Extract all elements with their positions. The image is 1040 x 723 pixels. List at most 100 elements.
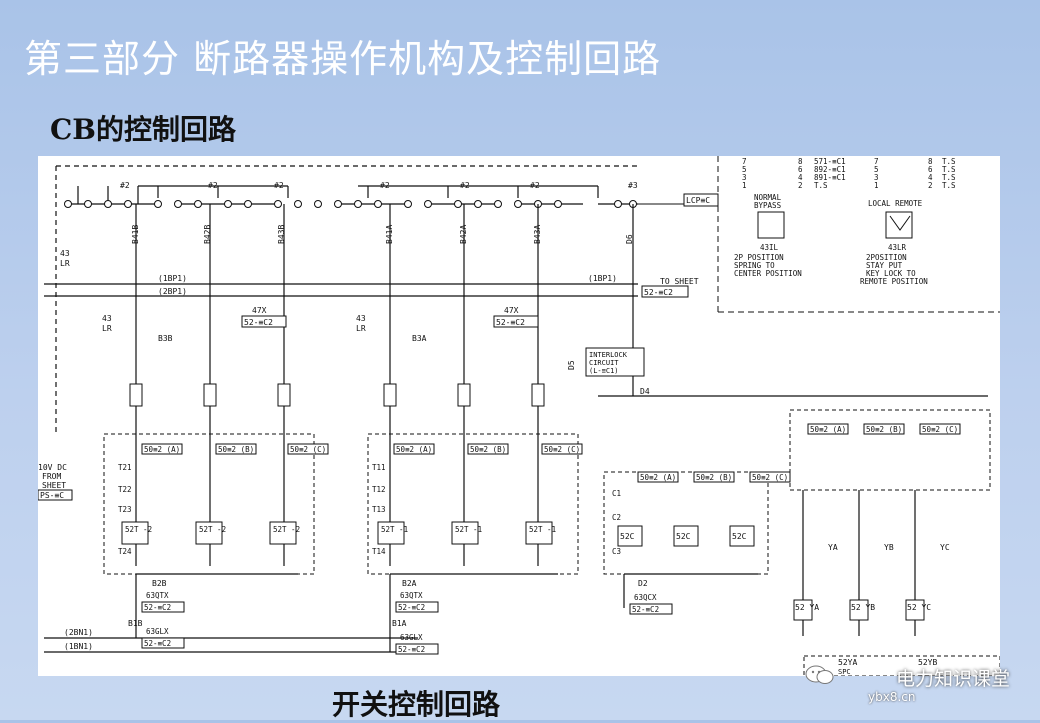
slide-caption: 开关控制回路 bbox=[332, 688, 501, 721]
svg-text:50≡2 (C): 50≡2 (C) bbox=[752, 473, 788, 482]
aux-switch-row bbox=[55, 165, 638, 436]
node-b3b: B3B bbox=[158, 334, 173, 343]
svg-text:T12: T12 bbox=[372, 485, 386, 494]
bus-label: (1BP1) bbox=[158, 274, 187, 283]
svg-text:T23: T23 bbox=[118, 505, 132, 514]
svg-text:10V DC: 10V DC bbox=[38, 463, 67, 472]
svg-text:5: 5 bbox=[742, 165, 747, 174]
watermark-url: ybx8.cn bbox=[868, 690, 916, 704]
svg-text:52-≡C2: 52-≡C2 bbox=[632, 605, 659, 614]
bus-label: (1BN1) bbox=[64, 642, 93, 651]
svg-text:T11: T11 bbox=[372, 463, 386, 472]
svg-text:43LR: 43LR bbox=[888, 243, 907, 252]
svg-text:43: 43 bbox=[60, 249, 70, 258]
svg-text:YC: YC bbox=[940, 543, 950, 552]
svg-text:7: 7 bbox=[742, 157, 747, 166]
svg-text:C2: C2 bbox=[612, 513, 621, 522]
circuit-svg: #2 #2 #2 #2 #2 #2 #3 LCP≡C B41B B42B B43… bbox=[38, 156, 1000, 676]
svg-text:52 YA: 52 YA bbox=[795, 603, 819, 612]
svg-text:52T -1: 52T -1 bbox=[455, 525, 482, 534]
svg-text:52YA: 52YA bbox=[838, 658, 857, 667]
svg-text:6: 6 bbox=[798, 165, 803, 174]
svg-text:PS-≡C: PS-≡C bbox=[40, 491, 64, 500]
svg-text:C1: C1 bbox=[612, 489, 621, 498]
svg-text:50≡2 (C): 50≡2 (C) bbox=[290, 445, 326, 454]
interlock-box bbox=[585, 347, 645, 377]
wechat-icon bbox=[805, 665, 834, 684]
svg-text:892-≡C1: 892-≡C1 bbox=[814, 165, 846, 174]
svg-text:(L-≡C1): (L-≡C1) bbox=[589, 367, 619, 375]
svg-text:63QTX: 63QTX bbox=[146, 591, 169, 600]
slide-subtitle: CB的控制回路 bbox=[50, 113, 236, 146]
right-panel-frame bbox=[717, 156, 1000, 313]
svg-text:63GLX: 63GLX bbox=[146, 627, 169, 636]
relay47x-label: 47X bbox=[252, 306, 267, 315]
svg-text:SPC: SPC bbox=[838, 668, 851, 676]
svg-text:43: 43 bbox=[356, 314, 366, 323]
top-node-labels: B41B B42B B43B B41A B42A B43A D6 bbox=[131, 225, 634, 244]
svg-text:52YB: 52YB bbox=[918, 658, 937, 667]
svg-text:YB: YB bbox=[884, 543, 894, 552]
svg-text:T13: T13 bbox=[372, 505, 386, 514]
svg-text:43IL: 43IL bbox=[760, 243, 779, 252]
svg-text:50≡2 (C): 50≡2 (C) bbox=[544, 445, 580, 454]
svg-text:52T -1: 52T -1 bbox=[529, 525, 556, 534]
svg-text:STAY PUT: STAY PUT bbox=[866, 261, 903, 270]
svg-text:52 YB: 52 YB bbox=[851, 603, 875, 612]
svg-text:BYPASS: BYPASS bbox=[754, 201, 782, 210]
svg-text:NORMAL: NORMAL bbox=[754, 193, 782, 202]
aux-label: #2 bbox=[274, 181, 284, 190]
svg-text:T.S: T.S bbox=[814, 181, 828, 190]
circuit-diagram: #2 #2 #2 #2 #2 #2 #3 LCP≡C B41B B42B B43… bbox=[38, 156, 1000, 676]
svg-text:1: 1 bbox=[742, 181, 747, 190]
svg-text:T22: T22 bbox=[118, 485, 132, 494]
bus-lines bbox=[44, 283, 638, 653]
bottom-right-box bbox=[803, 655, 1000, 676]
yy-risers bbox=[802, 490, 916, 636]
svg-text:50≡2 (A): 50≡2 (A) bbox=[810, 425, 846, 434]
svg-text:T14: T14 bbox=[372, 547, 386, 556]
svg-text:63QTX: 63QTX bbox=[400, 591, 423, 600]
svg-text:LOCAL REMOTE: LOCAL REMOTE bbox=[868, 199, 923, 208]
relay47x-ref: 52-≡C2 bbox=[496, 318, 525, 327]
switch-43lr: 43 LR 43 LR 43 LR bbox=[60, 249, 366, 333]
svg-text:YA: YA bbox=[828, 543, 838, 552]
aux-label: #2 bbox=[120, 181, 130, 190]
svg-text:52T -2: 52T -2 bbox=[125, 525, 152, 534]
node-label: D6 bbox=[625, 234, 634, 244]
svg-text:52-≡C2: 52-≡C2 bbox=[398, 645, 425, 654]
node-b2b: B2B bbox=[152, 579, 167, 588]
node-b3a: B3A bbox=[412, 334, 427, 343]
svg-text:8: 8 bbox=[798, 157, 803, 166]
svg-text:6: 6 bbox=[928, 165, 933, 174]
svg-text:52T -2: 52T -2 bbox=[199, 525, 226, 534]
svg-text:50≡2 (B): 50≡2 (B) bbox=[696, 473, 732, 482]
svg-text:4: 4 bbox=[928, 173, 933, 182]
aux-label: #2 bbox=[460, 181, 470, 190]
node-label: B42B bbox=[203, 225, 212, 244]
bus-label: (2BN1) bbox=[64, 628, 93, 637]
svg-text:C3: C3 bbox=[612, 547, 621, 556]
slide-title: 第三部分 断路器操作机构及控制回路 bbox=[24, 37, 662, 81]
node-d4: D4 bbox=[640, 387, 650, 396]
to-sheet-ref: 52-≡C2 bbox=[644, 288, 673, 297]
svg-text:T.S: T.S bbox=[942, 157, 956, 166]
svg-text:7: 7 bbox=[874, 157, 879, 166]
node-b1a: B1A bbox=[392, 619, 407, 628]
svg-text:1: 1 bbox=[874, 181, 879, 190]
svg-text:63QCX: 63QCX bbox=[634, 593, 657, 602]
close-coils: 52C 52C 52C bbox=[617, 525, 755, 547]
coil-boxes bbox=[103, 409, 991, 575]
resistors bbox=[129, 383, 545, 407]
bus-label: (2BP1) bbox=[158, 287, 187, 296]
svg-text:REMOTE POSITION: REMOTE POSITION bbox=[860, 277, 928, 286]
svg-text:2P POSITION: 2P POSITION bbox=[734, 253, 784, 262]
panel-left: 7 5 3 1 8 6 4 2 571-≡C1 892-≡C1 891-≡C1 … bbox=[734, 157, 846, 278]
node-d2: D2 bbox=[638, 579, 648, 588]
svg-text:52-≡C2: 52-≡C2 bbox=[144, 603, 171, 612]
svg-text:52-≡C2: 52-≡C2 bbox=[398, 603, 425, 612]
svg-text:FROM: FROM bbox=[42, 472, 61, 481]
node-b1b: B1B bbox=[128, 619, 143, 628]
svg-text:T24: T24 bbox=[118, 547, 132, 556]
bottom-return bbox=[135, 573, 758, 652]
